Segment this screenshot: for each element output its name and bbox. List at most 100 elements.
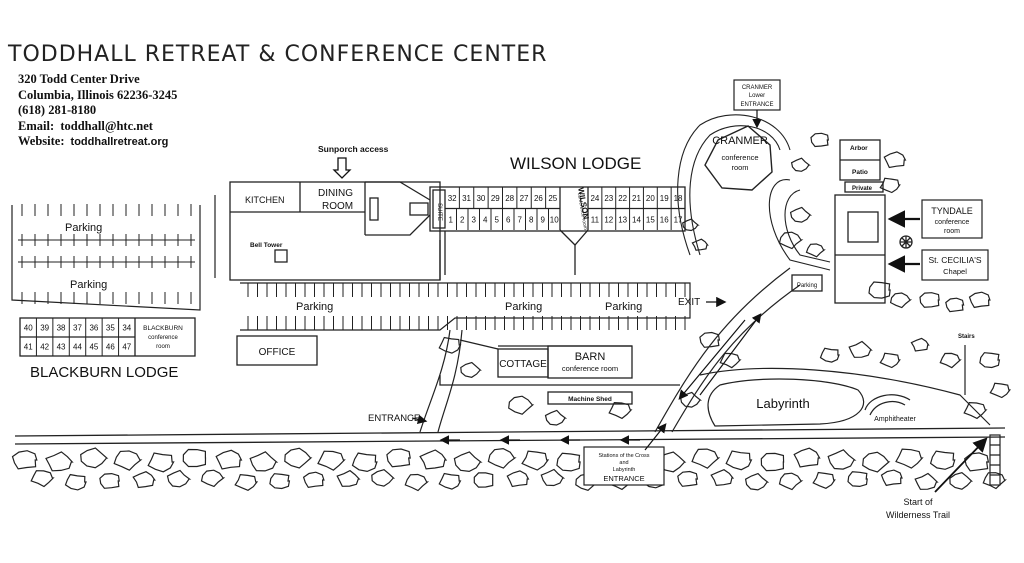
blackburn-room: 46 (106, 343, 115, 352)
stone-walkway (677, 114, 831, 271)
wilson-room: 6 (506, 215, 511, 224)
wilson-room: 25 (548, 194, 557, 203)
parking-label: Parking (505, 301, 542, 313)
tree-shape (438, 336, 462, 354)
trail-steps (989, 434, 1001, 486)
wilson-room: 26 (534, 194, 543, 203)
tree-shape (460, 361, 482, 378)
blackburn-room: 38 (57, 324, 66, 333)
tree-shape (744, 472, 770, 491)
tree-shape (760, 452, 785, 472)
wilson-room: 5 (495, 215, 500, 224)
parking-label: Parking (605, 301, 642, 313)
wilson-room: 29 (491, 194, 500, 203)
email-line: Email: toddhall@htc.net (18, 119, 177, 135)
central-parking-lot (240, 282, 691, 331)
wilson-room: 10 (550, 215, 559, 224)
website-label: Website: (18, 134, 65, 148)
parking-label: Parking (296, 301, 333, 313)
stations-label-2: and (619, 460, 628, 466)
tree-shape (608, 401, 633, 420)
labyrinth-area (699, 345, 991, 427)
tree-shape (80, 447, 109, 469)
tree-shape (691, 448, 721, 469)
stations-label-1: Stations of the Cross (598, 453, 649, 459)
cottage-barn (439, 339, 680, 405)
parking-stripes (247, 283, 686, 330)
tree-shape (862, 451, 891, 473)
tree-shape (147, 452, 175, 473)
tree-shape (438, 472, 462, 490)
tree-shape (215, 449, 243, 470)
wilson-room: 13 (618, 215, 627, 224)
kitchen-label: KITCHEN (245, 195, 285, 205)
email-link[interactable]: toddhall@htc.net (60, 118, 153, 133)
dining-label-1: DINING (318, 188, 353, 199)
contact-info: 320 Todd Center Drive Columbia, Illinois… (18, 72, 177, 151)
wilson-room: 20 (646, 194, 655, 203)
stairs-label: Stairs (958, 334, 975, 340)
chapel-box (921, 249, 989, 281)
website-link[interactable]: toddhallretreat.org (70, 136, 169, 148)
tree-shape (847, 471, 868, 488)
tree-shape (810, 132, 829, 148)
amphitheater-label: Amphitheater (874, 416, 916, 423)
blackburn-room: 47 (122, 343, 131, 352)
tyndale-label: TYNDALE (931, 206, 973, 216)
tree-shape (880, 469, 903, 487)
tree-shape (719, 352, 742, 369)
tree-shape (317, 450, 346, 471)
blackburn-room: 39 (40, 324, 49, 333)
office-label: OFFICE (259, 347, 296, 358)
wilson-lodge (429, 186, 686, 275)
tree-shape (889, 292, 913, 309)
email-label: Email: (18, 118, 55, 133)
address-line: 320 Todd Center Drive (18, 72, 140, 86)
tree-shape (556, 452, 581, 472)
tree-shape (336, 469, 361, 487)
tree-shape (982, 472, 1007, 490)
entrance-arrow (411, 414, 428, 425)
tyndale-box (921, 199, 983, 239)
tree-shape (540, 468, 566, 487)
barn-label: BARN (575, 351, 606, 363)
down-arrow-icon (332, 157, 352, 179)
cranmer-sub2: room (731, 163, 748, 172)
trail-arrow (934, 437, 988, 493)
tree-shape (949, 472, 974, 490)
chapel-label: St. CECILIA'S (928, 255, 981, 265)
tree-shape (682, 218, 700, 232)
cottage-label: COTTAGE (499, 359, 547, 370)
tree-shape (963, 401, 988, 420)
drive-arrow (678, 319, 746, 400)
tree-shape (45, 451, 74, 472)
tree-shape (487, 447, 517, 469)
wilson-room: 12 (604, 215, 613, 224)
tree-shape (269, 473, 291, 490)
tree-shape (166, 469, 192, 488)
tree-shape (895, 448, 924, 469)
blackburn-room: 45 (89, 343, 98, 352)
entrance-label: ENTRANCE (368, 413, 420, 424)
tree-shape (939, 352, 962, 369)
website-line: Website: toddhallretreat.org (18, 134, 177, 151)
parking-label: Parking (70, 279, 107, 291)
tree-shape (506, 470, 530, 488)
wilson-room: 21 (632, 194, 641, 203)
wilson-room: 9 (541, 215, 546, 224)
tree-shape (234, 473, 259, 491)
wilson-room: 7 (518, 215, 523, 224)
tree-shape (789, 206, 813, 223)
tree-shape (302, 471, 325, 489)
stations-box (583, 446, 665, 486)
tree-shape (249, 451, 279, 472)
stations-label-4: ENTRANCE (603, 474, 644, 483)
cranmer-sub1: conference (721, 153, 758, 162)
cranmer-entrance-2: Lower (749, 93, 765, 99)
wilson-room: 16 (660, 215, 669, 224)
tree-shape (793, 447, 821, 468)
barn-sub-label: conference room (562, 364, 618, 373)
wilson-room: 28 (505, 194, 514, 203)
